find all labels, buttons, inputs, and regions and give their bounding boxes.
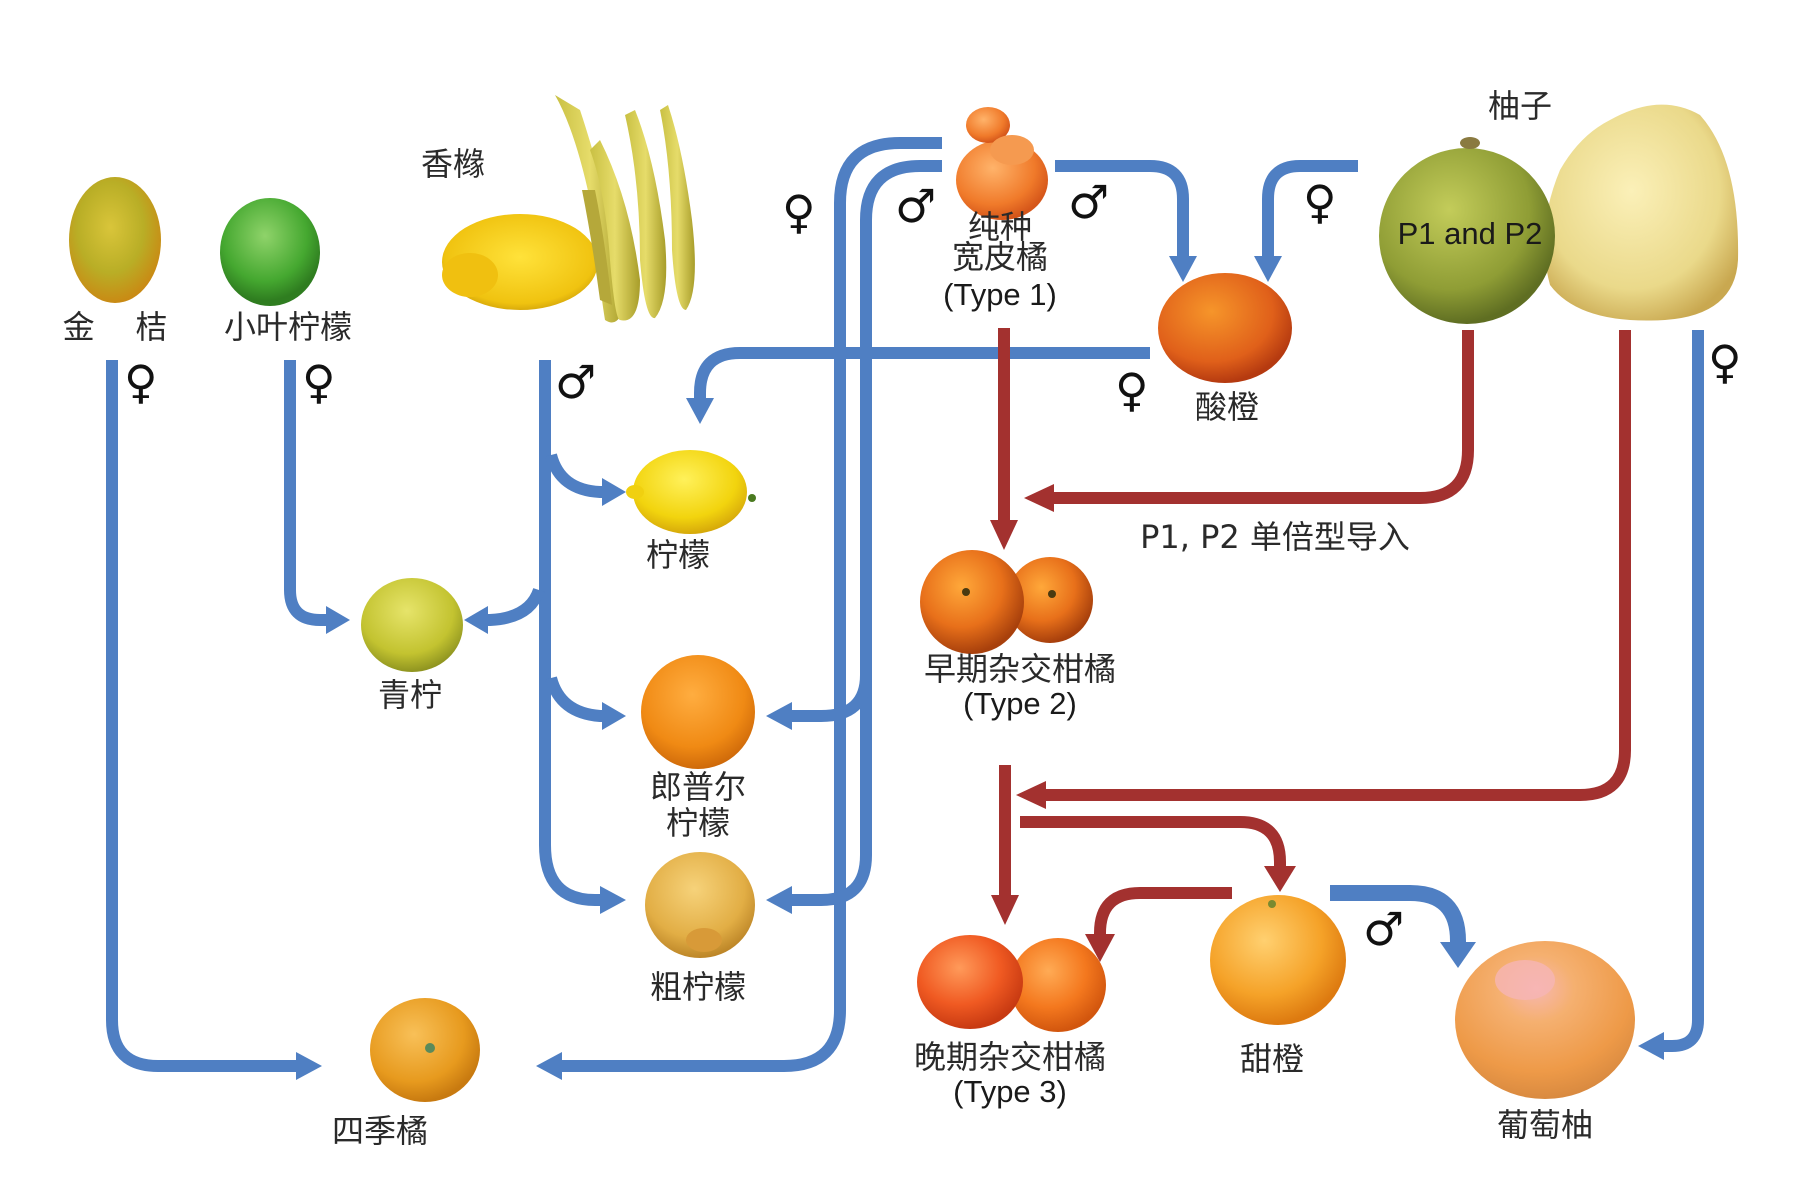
arrow-mandarin-to-rangpur-rough bbox=[790, 160, 942, 906]
arrowhead bbox=[990, 520, 1018, 550]
arrow-mandarin-to-sour bbox=[1055, 160, 1189, 258]
pummelo-image[interactable] bbox=[1379, 104, 1739, 324]
arrow-citron-to-lime bbox=[484, 587, 545, 626]
arrow-sweet-to-grapefruit bbox=[1330, 885, 1466, 945]
arrowhead bbox=[1016, 781, 1046, 809]
mandarin-label-line1: 纯种 bbox=[968, 208, 1032, 246]
arrow-pummelo-to-late bbox=[1042, 330, 1631, 801]
mandarin-label-line2: 宽皮橘 bbox=[952, 238, 1048, 276]
arrow-mandarin-to-rangpur bbox=[790, 674, 872, 722]
late-hybrid-label-line2: (Type 3) bbox=[953, 1074, 1067, 1109]
blue-arrows bbox=[106, 137, 1704, 1080]
pummelo-label: 柚子 bbox=[1488, 87, 1552, 125]
fruits bbox=[69, 95, 1739, 1102]
mandarin-label-line3: (Type 1) bbox=[943, 277, 1057, 312]
arrowhead bbox=[602, 478, 626, 506]
arrow-citron-trunk bbox=[539, 360, 605, 906]
kumquat-image[interactable] bbox=[69, 177, 161, 303]
calamondin-label: 四季橘 bbox=[332, 1112, 428, 1150]
sour-orange-image[interactable] bbox=[1158, 273, 1292, 383]
female-symbol: ♀ bbox=[124, 355, 158, 409]
citron-label: 香橼 bbox=[421, 145, 485, 183]
male-symbol: ♂ bbox=[1363, 902, 1404, 956]
rough-lemon-label: 粗柠檬 bbox=[650, 968, 746, 1006]
arrowhead bbox=[1440, 942, 1476, 968]
arrowhead bbox=[326, 606, 350, 634]
male-symbol: ♂ bbox=[895, 179, 936, 233]
arrowhead bbox=[1024, 484, 1054, 512]
arrow-sour-to-lemon bbox=[694, 347, 1150, 400]
arrow-papeda-to-lime bbox=[284, 360, 330, 626]
female-symbol: ♀ bbox=[1303, 175, 1337, 229]
late-hybrid-label-line1: 晚期杂交柑橘 bbox=[914, 1038, 1106, 1076]
male-symbol: ♂ bbox=[555, 355, 596, 409]
arrowhead bbox=[991, 895, 1019, 925]
female-symbol: ♀ bbox=[782, 185, 816, 239]
female-symbol: ♀ bbox=[1708, 335, 1742, 389]
lime-label: 青柠 bbox=[378, 676, 442, 714]
arrow-pummelo-to-early-hybrid bbox=[1050, 330, 1474, 504]
sex-symbols: ♀ ♀ ♂ ♀ ♂ ♂ ♀ ♀ ♀ ♂ bbox=[124, 175, 1742, 956]
arrowhead bbox=[1638, 1032, 1664, 1060]
introgression-note: P1, P2 单倍型导入 bbox=[1140, 518, 1410, 556]
early-hybrid-label-line1: 早期杂交柑橘 bbox=[924, 650, 1116, 688]
kumquat-label: 金 桔 bbox=[63, 308, 168, 346]
arrow-citron-to-rangpur bbox=[545, 676, 606, 722]
sweet-orange-image[interactable] bbox=[1210, 895, 1346, 1025]
arrowhead bbox=[766, 886, 792, 914]
arrowhead bbox=[1085, 934, 1115, 962]
arrowhead bbox=[766, 702, 792, 730]
lemon-label: 柠檬 bbox=[646, 536, 710, 574]
arrowhead bbox=[296, 1052, 322, 1080]
arrow-kumquat-to-calamondin bbox=[106, 360, 300, 1072]
pummelo-overlay-label: P1 and P2 bbox=[1398, 216, 1543, 251]
papeda-image[interactable] bbox=[220, 198, 320, 306]
citron-image[interactable] bbox=[442, 95, 695, 323]
rangpur-label-line2: 柠檬 bbox=[666, 804, 730, 842]
arrowhead bbox=[1254, 256, 1282, 282]
lemon-image[interactable] bbox=[626, 450, 756, 534]
late-hybrid-image[interactable] bbox=[917, 935, 1106, 1032]
labels: 金 桔 小叶柠檬 香橼 纯种 宽皮橘 (Type 1) 酸橙 柚子 P1 and… bbox=[63, 87, 1593, 1150]
arrow-citron-to-lemon bbox=[545, 453, 606, 498]
calamondin-image[interactable] bbox=[370, 998, 480, 1102]
lime-image[interactable] bbox=[361, 578, 463, 672]
arrow-pummelo-to-sour bbox=[1262, 160, 1358, 258]
rangpur-label-line1: 郎普尔 bbox=[650, 768, 746, 806]
sweet-orange-label: 甜橙 bbox=[1240, 1040, 1304, 1078]
male-symbol: ♂ bbox=[1068, 175, 1109, 229]
arrowhead bbox=[1264, 866, 1296, 892]
arrow-pummelo-to-grapefruit bbox=[1660, 330, 1704, 1052]
arrowhead bbox=[536, 1052, 562, 1080]
red-arrows bbox=[990, 328, 1631, 962]
arrowhead bbox=[1169, 256, 1197, 282]
early-hybrid-label-line2: (Type 2) bbox=[963, 686, 1077, 721]
papeda-label: 小叶柠檬 bbox=[224, 308, 352, 346]
sour-orange-label: 酸橙 bbox=[1195, 388, 1259, 426]
arrowhead bbox=[686, 398, 714, 424]
female-symbol: ♀ bbox=[302, 355, 336, 409]
grapefruit-image[interactable] bbox=[1455, 941, 1635, 1099]
rangpur-image[interactable] bbox=[641, 655, 755, 769]
mandarin-image[interactable] bbox=[956, 107, 1048, 220]
early-hybrid-image[interactable] bbox=[920, 550, 1093, 654]
arrow-sweet-to-late-hybrid bbox=[1094, 887, 1232, 939]
arrowhead bbox=[602, 702, 626, 730]
female-symbol: ♀ bbox=[1115, 363, 1149, 417]
arrow-mandarin-to-calamondin bbox=[560, 137, 942, 1072]
arrowhead bbox=[600, 886, 626, 914]
grapefruit-label: 葡萄柚 bbox=[1497, 1106, 1593, 1144]
rough-lemon-image[interactable] bbox=[645, 852, 755, 958]
arrow-to-sweet-orange bbox=[1020, 816, 1286, 870]
arrowhead bbox=[464, 606, 488, 634]
